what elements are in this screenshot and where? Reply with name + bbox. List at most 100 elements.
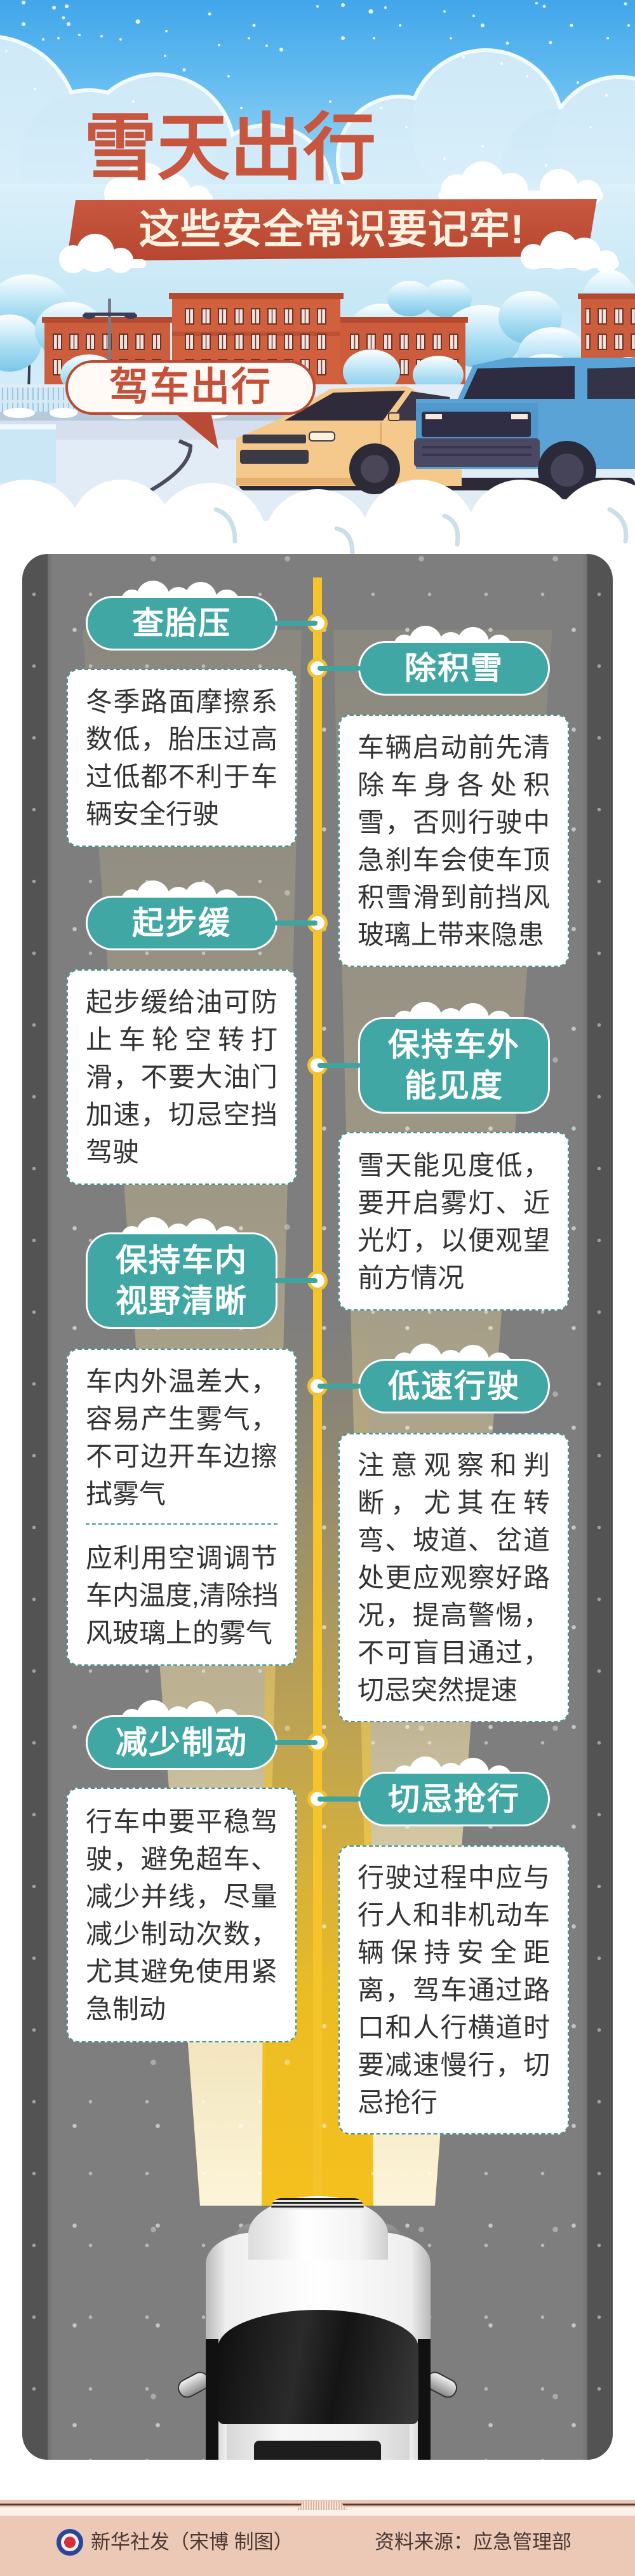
- tip-title-pill: 除积雪: [358, 641, 550, 696]
- footer-credit: 新华社发（宋博 制图）: [91, 2531, 293, 2553]
- tip-text-line: 车内外温差大，: [86, 1366, 277, 1396]
- connector: [318, 1384, 361, 1389]
- tip-text-line: 容易产生雾气，: [86, 1404, 277, 1434]
- blue-truck: [414, 358, 635, 499]
- tip-text-box: 冬季路面摩擦系 数低，胎压过高 过低都不利于车 辆安全行驶: [67, 669, 297, 847]
- tip-title: 保持车内: [116, 1243, 248, 1278]
- tip-text-line: 忌抢行: [358, 2087, 438, 2117]
- tip-text-line: 止车轮空转打: [86, 1025, 277, 1055]
- tip-title: 查胎压: [132, 605, 231, 641]
- tip-title-pill: 保持车外 能见度: [358, 1017, 550, 1114]
- tip-text-line: 应利用空调调节: [86, 1543, 277, 1573]
- main-title: 雪天出行: [84, 107, 377, 189]
- connector: [275, 920, 318, 926]
- tip-text-line: 注意观察和判: [358, 1450, 550, 1480]
- connector: [275, 1278, 318, 1283]
- white-car-top-view-icon: [175, 2193, 460, 2460]
- tip-title-pill: 减少制动: [86, 1715, 277, 1770]
- ribbon-clouds: [59, 231, 619, 273]
- tip-title: 切忌抢行: [388, 1781, 520, 1817]
- tip-title: 视野清晰: [116, 1283, 248, 1319]
- tip-text-line: 冬季路面摩擦系: [86, 687, 277, 717]
- tip-title-pill: 保持车内 视野清晰: [86, 1232, 277, 1329]
- tip-text-line: 辆保持安全距: [358, 1938, 550, 1967]
- car-grille: [271, 2198, 364, 2209]
- car-pillar: [206, 2339, 218, 2460]
- tip-text-line: 急制动: [86, 1993, 166, 2024]
- tip-title: 保持车外: [388, 1027, 520, 1063]
- connector: [318, 1063, 361, 1068]
- tip-title-pill: 低速行驶: [358, 1359, 550, 1413]
- footer-source: 资料来源：应急管理部: [375, 2531, 572, 2553]
- tip-text-line: 雪天能见度低，: [358, 1150, 550, 1180]
- xinhua-logo-icon: [56, 2528, 84, 2556]
- tip-text-box: 雪天能见度低， 要开启雾灯、近 光灯，以便观望 前方情况: [338, 1132, 569, 1311]
- connector: [318, 1797, 361, 1802]
- tip-text-line: 加速，切忌空挡: [86, 1100, 277, 1130]
- car-windshield: [218, 2310, 418, 2424]
- tip-text-line: 玻璃上带来隐患: [358, 919, 545, 950]
- tip-title-pill: 查胎压: [86, 596, 277, 651]
- tip-text-line: 要开启雾灯、近: [358, 1187, 550, 1218]
- snowflakes: [5, 1, 630, 166]
- footer-stripe: [0, 2507, 635, 2516]
- tip-text-line: 减少制动次数，: [86, 1919, 277, 1949]
- tip-text-line: 风玻璃上的雾气: [86, 1618, 273, 1648]
- tip-text-line: 车辆启动前先清: [358, 732, 550, 762]
- tip-text-box: 车内外温差大， 容易产生雾气， 不可边开车边擦 拭雾气 应利用空调调节 车内温度…: [67, 1349, 297, 1666]
- tip-title-pill: 起步缓: [86, 896, 277, 950]
- tip-title: 能见度: [404, 1068, 504, 1103]
- car-sunroof: [254, 2441, 381, 2460]
- tip-text-line: 雪，否则行驶中: [358, 807, 550, 837]
- tip-text-line: 口和人行横道时: [358, 2013, 550, 2042]
- tip-text-line: 起步缓给油可防: [86, 987, 277, 1017]
- footer-ornament: [297, 2501, 347, 2510]
- bottom-clouds: [0, 480, 635, 554]
- tip-text-box: 行驶过程中应与 行人和非机动车 辆保持安全距 离，驾车通过路 口和人行横道时 要…: [338, 1845, 569, 2134]
- tip-text-box: 行车中要平稳驾 驶，避免超车、 减少并线，尽量 减少制动次数， 尤其避免使用紧 …: [67, 1788, 297, 2042]
- tip-text-line: 过低都不利于车: [86, 762, 277, 792]
- tip-text-line: 不可边开车边擦: [86, 1441, 277, 1471]
- tip-title: 起步缓: [132, 905, 231, 941]
- header-banner: 雪天出行 这些安全常识要记牢! 驾车出行: [0, 0, 635, 554]
- tip-text-line: 积雪滑到前挡风: [358, 882, 550, 912]
- tip-text-line: 况，提高警惕，: [358, 1600, 550, 1630]
- tip-text-line: 弯、坡道、岔道: [358, 1525, 550, 1555]
- tip-text-line: 行人和非机动车: [358, 1900, 550, 1930]
- tip-text-line: 除车身各处积: [358, 769, 550, 800]
- tip-text-line: 尤其避免使用紧: [86, 1956, 277, 1986]
- tip-title-pill: 切忌抢行: [358, 1772, 550, 1826]
- tip-text-line: 车内温度,清除挡: [86, 1581, 279, 1610]
- tip-text-line: 处更应观察好路: [358, 1563, 550, 1593]
- subtitle: 这些安全常识要记牢!: [138, 206, 525, 252]
- tip-text-box: 车辆启动前先清 除车身各处积 雪，否则行驶中 急刹车会使车顶 积雪滑到前挡风 玻…: [338, 715, 569, 967]
- tip-text-line: 行驶过程中应与: [358, 1863, 550, 1892]
- section-label-bubble: 驾车出行: [65, 360, 316, 415]
- tip-text-line: 不可盲目通过，: [358, 1638, 550, 1668]
- tip-text-line: 减少并线，尽量: [86, 1881, 277, 1912]
- tip-text-line: 急刹车会使车顶: [358, 844, 550, 875]
- road-timeline-panel: 查胎压 冬季路面摩擦系 数低，胎压过高 过低都不利于车 辆安全行驶 除积雪 车辆…: [22, 554, 613, 2460]
- paragraph-divider: [86, 1523, 277, 1525]
- tip-title: 除积雪: [404, 651, 504, 686]
- tip-text-line: 滑，不要大油门: [86, 1062, 277, 1092]
- tip-text-line: 切忌突然提速: [358, 1675, 518, 1705]
- tip-text-line: 断，尤其在转: [358, 1488, 550, 1518]
- tip-title: 减少制动: [116, 1725, 248, 1760]
- tip-text-line: 拭雾气: [86, 1479, 166, 1509]
- connector: [318, 666, 361, 671]
- tip-text-line: 辆安全行驶: [86, 799, 220, 829]
- section-label: 驾车出行: [109, 365, 272, 409]
- tip-text-box: 注意观察和判 断，尤其在转 弯、坡道、岔道 处更应观察好路 况，提高警惕， 不可…: [338, 1433, 569, 1722]
- tip-text-line: 驾驶: [86, 1137, 140, 1167]
- tip-text-line: 离，驾车通过路: [358, 1975, 550, 2005]
- tip-text-line: 前方情况: [358, 1262, 465, 1293]
- connector: [275, 1740, 318, 1745]
- tip-text-line: 行车中要平稳驾: [86, 1806, 277, 1837]
- car-pillar: [418, 2339, 431, 2460]
- tip-title: 低速行驶: [388, 1368, 520, 1404]
- subtitle-ribbon: [67, 199, 597, 261]
- connector: [275, 621, 318, 626]
- yellow-car: [236, 386, 462, 494]
- tip-text-line: 要减速慢行，切: [358, 2050, 550, 2080]
